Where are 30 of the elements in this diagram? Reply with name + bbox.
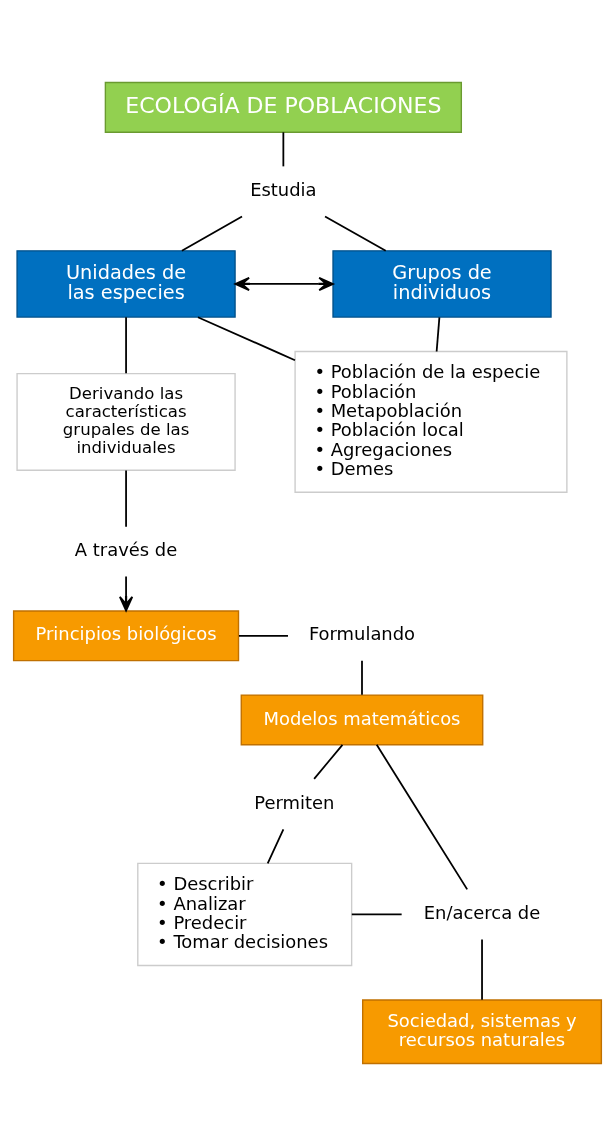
- connector: [481, 938, 483, 1001]
- node-box: Sociedad, sistemas y recursos naturales: [362, 999, 603, 1065]
- node-box: Principios biológicos: [12, 610, 240, 662]
- node-text: Estudia: [250, 179, 317, 201]
- node-text: A través de: [74, 539, 178, 561]
- connector: [361, 659, 363, 696]
- connector: [238, 634, 289, 637]
- connector: [324, 215, 387, 252]
- node-box: ECOLOGÍA DE POBLACIONES: [104, 81, 463, 133]
- node-text: Formulando: [308, 623, 416, 645]
- node-box: • Población de la especie • Población • Metapoblación • Población local • Agregaciones • Demes: [294, 350, 568, 493]
- connector: [375, 743, 469, 891]
- arrow: [118, 575, 134, 612]
- node-box: Grupos de individuos: [332, 250, 552, 318]
- connector: [266, 828, 285, 865]
- node-box: Unidades de las especies: [16, 250, 236, 318]
- arrow: [234, 276, 334, 292]
- connector: [435, 316, 441, 353]
- connector: [350, 913, 403, 916]
- node-box: Derivando las características grupales de las individuales: [16, 372, 236, 471]
- connector: [313, 743, 344, 780]
- connector: [125, 469, 127, 528]
- connector: [125, 316, 127, 375]
- connector: [197, 316, 296, 362]
- node-text: En/acerca de: [423, 902, 541, 924]
- node-box: • Describir • Analizar • Predecir • Tomar decisiones: [137, 862, 353, 967]
- node-box: Modelos matemáticos: [240, 694, 484, 746]
- connector: [181, 215, 243, 252]
- connector: [282, 131, 285, 168]
- node-text: Permiten: [254, 791, 335, 813]
